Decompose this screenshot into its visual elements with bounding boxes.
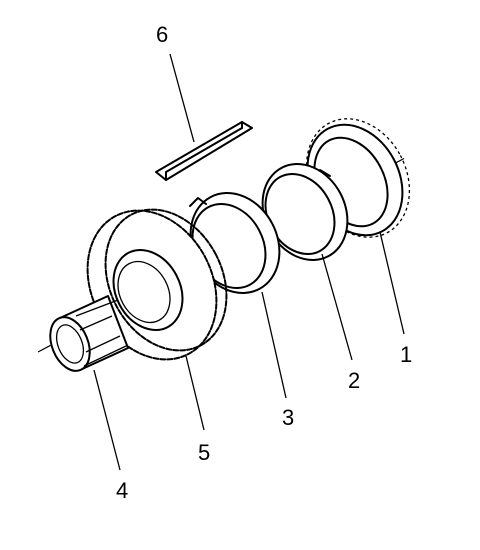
leader-line-4	[93, 369, 121, 471]
part-2-blocker-ring	[261, 163, 349, 261]
callout-5: 5	[198, 440, 210, 465]
callout-2: 2	[348, 368, 360, 393]
leader-line-5	[185, 355, 205, 431]
leader-line-3	[261, 291, 287, 399]
callout-1: 1	[400, 342, 412, 367]
leader-line-1	[379, 231, 405, 335]
part-5-gear	[86, 208, 228, 361]
callout-3: 3	[282, 405, 294, 430]
part-6-key	[155, 121, 253, 181]
callout-6: 6	[156, 22, 168, 47]
part-4-needle-bearing	[49, 295, 129, 372]
callout-4: 4	[116, 478, 128, 503]
leader-line-2	[321, 253, 353, 361]
leader-line-6	[169, 53, 195, 143]
